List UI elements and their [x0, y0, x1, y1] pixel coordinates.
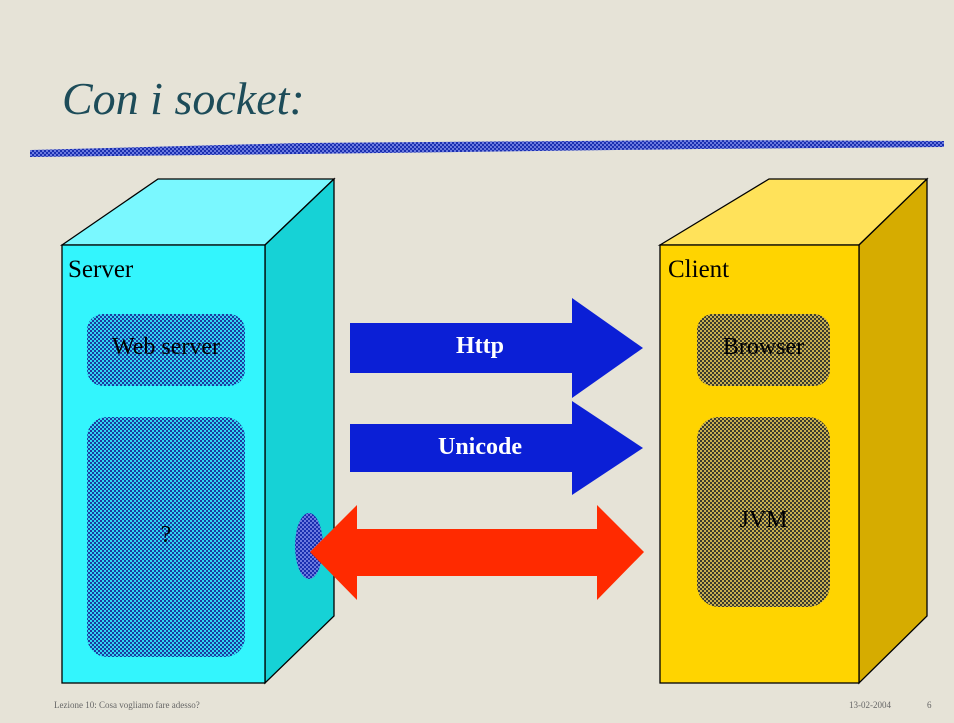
server-label: Server	[68, 256, 134, 283]
footer-date: 13-02-2004	[849, 700, 891, 710]
http-arrow	[350, 298, 643, 398]
jvm-label: JVM	[739, 507, 788, 533]
browser-label: Browser	[722, 334, 805, 360]
server-socket-port	[295, 513, 323, 579]
server-box	[59, 177, 336, 685]
http-arrow-label: Http	[456, 333, 504, 359]
jvm-panel	[697, 417, 830, 607]
client-label: Client	[668, 256, 730, 283]
title-underline	[30, 140, 944, 157]
socket-double-arrow	[310, 505, 644, 600]
footer-page-number: 6	[927, 700, 932, 710]
client-box	[657, 177, 929, 685]
web-server-panel	[87, 314, 245, 386]
browser-panel	[697, 314, 830, 386]
web-server-label: Web server	[111, 334, 220, 360]
server-unknown-label: ?	[160, 522, 172, 548]
server-unknown-panel	[87, 417, 245, 657]
footer-lesson: Lezione 10: Cosa vogliamo fare adesso?	[54, 700, 200, 710]
unicode-arrow-label: Unicode	[438, 434, 522, 460]
unicode-arrow	[350, 401, 643, 495]
slide-title: Con i socket:	[62, 73, 305, 124]
